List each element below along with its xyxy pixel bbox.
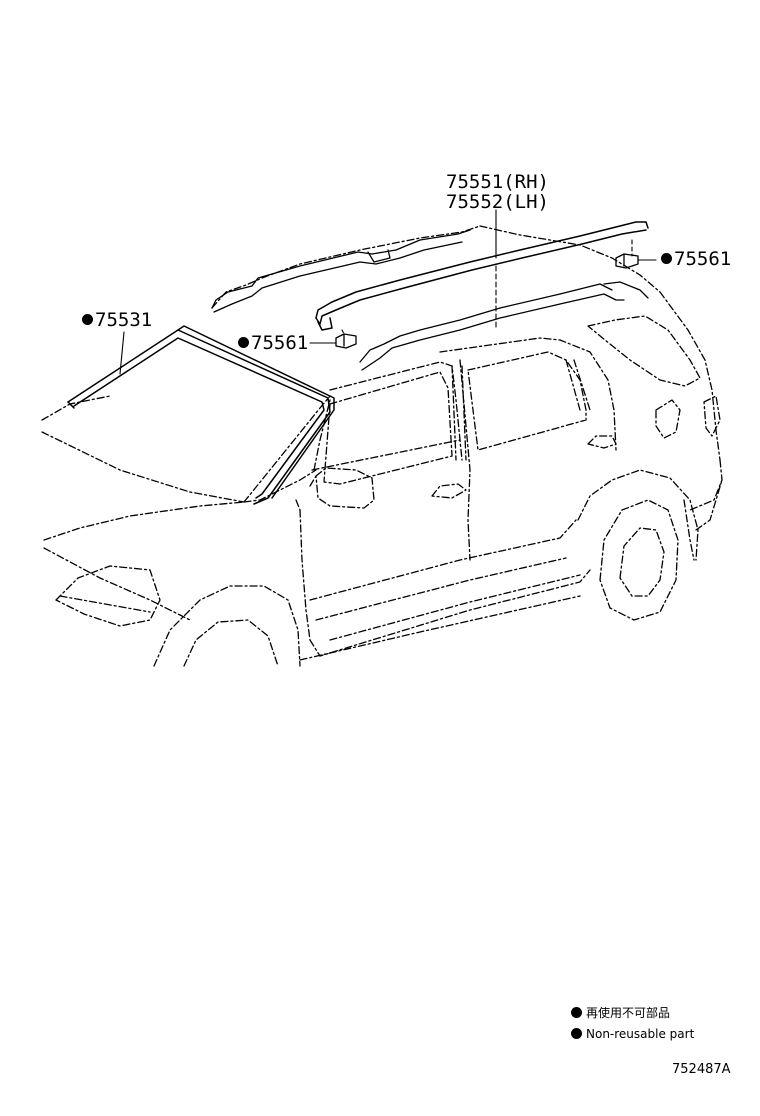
non-reusable-marker-icon [82, 314, 93, 325]
callout-windshield-molding: 75531 [82, 310, 152, 330]
callout-rail-rh: 75551(RH) [446, 171, 549, 193]
roof-rail-part [315, 221, 649, 331]
non-reusable-marker-icon [238, 337, 249, 348]
vehicle-body-outline [41, 225, 723, 667]
leader-lines [119, 209, 657, 375]
callout-windshield-molding-number: 75531 [95, 309, 153, 331]
legend-japanese: 再使用不可部品 [571, 1006, 670, 1020]
non-reusable-marker-icon [571, 1007, 582, 1018]
existing-roof-rails [211, 229, 649, 371]
windshield-molding-part [67, 325, 335, 505]
drawing-code: 752487A [672, 1062, 731, 1077]
callout-clip-left: 75561 [238, 333, 308, 353]
clip-right [615, 253, 639, 269]
non-reusable-marker-icon [571, 1028, 582, 1039]
legend-english-text: Non-reusable part [586, 1027, 695, 1041]
callout-clip-right: 75561 [661, 249, 731, 269]
legend-japanese-text: 再使用不可部品 [586, 1006, 671, 1020]
legend-english: Non-reusable part [571, 1027, 694, 1041]
clip-left [335, 333, 357, 349]
callout-clip-right-number: 75561 [674, 248, 732, 270]
callout-rail-lh: 75552(LH) [446, 191, 549, 213]
non-reusable-marker-icon [661, 253, 672, 264]
callout-clip-left-number: 75561 [251, 332, 309, 354]
